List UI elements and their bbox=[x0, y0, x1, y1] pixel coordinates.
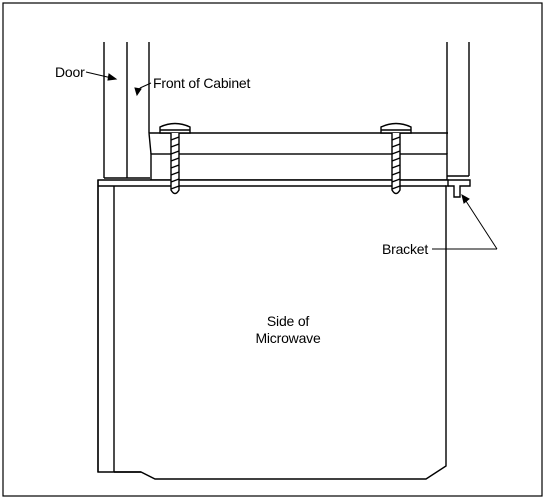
bracket bbox=[448, 179, 471, 198]
door-leader bbox=[85, 71, 118, 81]
screw-right bbox=[380, 122, 412, 195]
bracket-leader bbox=[432, 193, 498, 250]
screw-left bbox=[159, 122, 191, 195]
front-of-cabinet-leader bbox=[134, 82, 152, 97]
side-of-microwave-line2: Microwave bbox=[255, 330, 321, 346]
door bbox=[103, 42, 150, 179]
cabinet-bottom-panel bbox=[148, 132, 469, 181]
front-of-cabinet-label: Front of Cabinet bbox=[153, 75, 251, 91]
bracket-label: Bracket bbox=[382, 241, 429, 257]
side-of-microwave-label: Side of Microwave bbox=[228, 313, 348, 347]
side-of-microwave-line1: Side of bbox=[266, 313, 310, 329]
microwave-body bbox=[97, 179, 449, 480]
door-label: Door bbox=[55, 64, 85, 80]
